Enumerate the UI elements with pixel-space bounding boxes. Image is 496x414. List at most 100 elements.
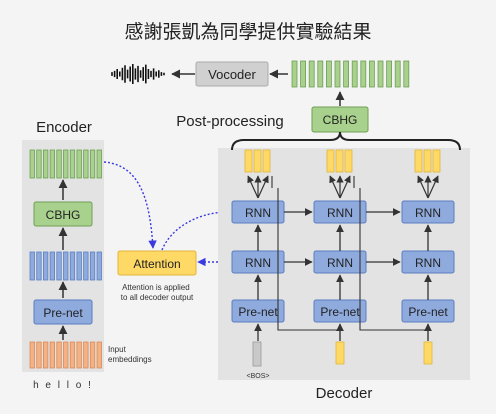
decoder-output-bar	[414, 149, 423, 173]
encoder-output-bar	[69, 149, 76, 179]
encoder-mid-bar	[63, 251, 69, 281]
encoder-cbhg-label: CBHG	[46, 208, 81, 222]
encoder-output-bar	[29, 149, 35, 179]
encoder-output-bar	[89, 149, 96, 179]
encoder-mid-bar	[83, 251, 89, 281]
encoder-cbhg-box	[33, 201, 93, 227]
spectrogram-bar	[308, 60, 315, 88]
spectrogram-bar	[325, 60, 332, 88]
spectrogram-bar	[334, 60, 341, 88]
bos-bar	[252, 341, 262, 367]
encoder-mid-bar	[43, 251, 49, 281]
decoder-rnn-top-label: RNN	[327, 206, 353, 220]
post-processing-label: Post-processing	[176, 113, 284, 130]
encoder-mid-bar	[36, 251, 42, 281]
bos-label: <BOS>	[247, 373, 270, 380]
spectrogram-bar	[386, 60, 393, 88]
cbhg-top-label: CBHG	[323, 113, 358, 127]
rnn-to-output-arrow	[257, 175, 269, 199]
decoder-brace	[231, 131, 461, 151]
attention-box	[117, 250, 197, 276]
decoder-prenet-label: Pre-net	[238, 305, 278, 319]
feedback-line	[353, 176, 429, 340]
input-embedding-bar	[49, 341, 55, 369]
decoder-output-bar	[423, 149, 432, 173]
encoder-output-bar	[36, 149, 42, 179]
feedback-input-bar	[335, 341, 345, 365]
encoder-output-bar	[43, 149, 49, 179]
input-embedding-bar	[76, 341, 82, 369]
encoder-prenet-box	[33, 299, 93, 325]
decoder-columns: RNN RNN Pre-net RNN RNN Pre-net RNN RNN Pre-net <…	[231, 149, 455, 380]
decoder-rnn-top-box	[401, 200, 455, 224]
spectrogram-bar	[377, 60, 384, 88]
encoder-output-bar	[96, 149, 102, 179]
encoder-output-bar	[49, 149, 55, 179]
input-embedding-bar	[63, 341, 69, 369]
encoder-mid-bar	[56, 251, 62, 281]
spectrogram-bar	[317, 60, 324, 88]
encoder-output-bar	[76, 149, 82, 179]
encoder-output-bar	[63, 149, 69, 179]
input-embedding-bar	[69, 341, 76, 369]
input-embedding-bar	[89, 341, 96, 369]
rnn-to-output-arrow	[329, 175, 341, 199]
vocoder-label: Vocoder	[208, 67, 256, 82]
spectrogram-bar	[343, 60, 350, 88]
spectrogram-bar	[351, 60, 358, 88]
decoder-rnn-bottom-label: RNN	[327, 256, 353, 270]
feedback-line	[271, 176, 341, 340]
waveform-icon	[111, 64, 165, 84]
input-embedding-bar	[96, 341, 102, 369]
rnn-to-output-arrow	[339, 175, 351, 199]
encoder-output-bars	[29, 149, 102, 179]
encoder-mid-bar	[69, 251, 76, 281]
input-embedding-bar	[43, 341, 49, 369]
encoder-title: Encoder	[36, 119, 92, 136]
decoder-rnn-top-label: RNN	[245, 206, 271, 220]
encoder-output-bar	[83, 149, 89, 179]
decoder-output-bar	[335, 149, 344, 173]
encoder-mid-bar	[76, 251, 82, 281]
encoder-mid-bar	[49, 251, 55, 281]
encoder-mid-bar	[89, 251, 96, 281]
attention-label: Attention	[133, 257, 180, 271]
spectrogram-bar	[403, 60, 410, 88]
encoder-prenet-label: Pre-net	[43, 306, 83, 320]
vocoder-box	[195, 61, 269, 87]
attention-to-rnn-arrow	[161, 207, 230, 251]
input-embedding-bars	[29, 341, 102, 369]
input-embedding-bar	[56, 341, 62, 369]
encoder-output-bar	[56, 149, 62, 179]
decoder-output-bar	[262, 149, 271, 173]
rnn-to-output-arrow	[417, 175, 429, 199]
output-spectrogram	[291, 60, 410, 88]
input-embedding-bar	[36, 341, 42, 369]
input-embeddings-label: Input embeddings	[108, 345, 152, 364]
decoder-prenet-label: Pre-net	[408, 305, 448, 319]
decoder-output-bar	[253, 149, 262, 173]
encoder-mid-bar	[96, 251, 102, 281]
decoder-output-bar	[344, 149, 353, 173]
input-embedding-bar	[29, 341, 35, 369]
feedback-input-bar	[423, 341, 433, 365]
rnn-to-output-arrow	[427, 175, 439, 199]
spectrogram-bar	[291, 60, 298, 88]
decoder-output-bar	[326, 149, 335, 173]
decoder-rnn-bottom-label: RNN	[245, 256, 271, 270]
decoder-title: Decoder	[316, 385, 373, 402]
decoder-rnn-bottom-label: RNN	[415, 256, 441, 270]
attention-note: Attention is applied to all decoder outp…	[121, 283, 194, 302]
spectrogram-bar	[394, 60, 401, 88]
encoder-to-attention-arrow	[103, 161, 157, 249]
input-embedding-bar	[83, 341, 89, 369]
page-title: 感謝張凱為同學提供實驗結果	[124, 21, 371, 43]
spectrogram-bar	[368, 60, 375, 88]
decoder-rnn-top-label: RNN	[415, 206, 441, 220]
spectrogram-bar	[300, 60, 307, 88]
rnn-to-output-arrow	[247, 175, 259, 199]
encoder-mid-bar	[29, 251, 35, 281]
input-text: h e l l o !	[33, 380, 93, 391]
decoder-prenet-label: Pre-net	[320, 305, 360, 319]
